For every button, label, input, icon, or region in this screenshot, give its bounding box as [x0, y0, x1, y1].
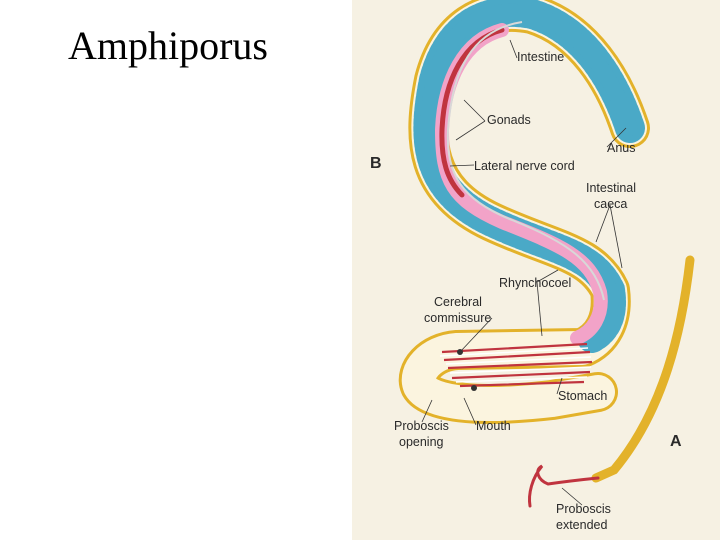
intestine	[420, 3, 638, 346]
lateral-nerve-cord	[446, 21, 605, 301]
label-cerebral-commissure-line1: Cerebral	[434, 295, 482, 309]
worm-b-body	[398, 0, 650, 424]
proboscis-extended-shape	[528, 464, 600, 508]
label-proboscis-extended-line1: Proboscis	[556, 502, 611, 516]
label-lateral-nerve-cord: Lateral nerve cord	[474, 159, 575, 173]
worm-a-trunk	[591, 255, 695, 483]
proboscis-sheath	[441, 342, 593, 388]
panel-label-b: B	[370, 155, 382, 172]
panel-label-a: A	[670, 433, 682, 450]
cerebral-ganglion-lower	[471, 385, 477, 391]
label-intestinal-caeca-line2: caeca	[594, 197, 627, 211]
label-proboscis-opening-line2: opening	[399, 435, 444, 449]
label-proboscis-opening-line1: Proboscis	[394, 419, 449, 433]
worm-anatomy-figure: B A Intestine Gonads Anus Lateral nerve …	[352, 0, 720, 540]
label-proboscis-extended-line2: extended	[556, 518, 607, 532]
label-gonads: Gonads	[487, 113, 531, 127]
proboscis-lining	[439, 347, 592, 383]
slide-title: Amphiporus	[68, 23, 268, 68]
label-intestine: Intestine	[517, 50, 564, 64]
leader-lines	[421, 39, 627, 506]
label-cerebral-commissure-line2: commissure	[424, 311, 491, 325]
figure-background	[352, 0, 720, 540]
anatomy-diagram: B A Intestine Gonads Anus Lateral nerve …	[352, 0, 720, 540]
label-anus: Anus	[607, 141, 636, 155]
gonads	[439, 27, 505, 198]
worm-a-body	[528, 255, 695, 508]
label-mouth: Mouth	[476, 419, 511, 433]
label-intestinal-caeca-line1: Intestinal	[586, 181, 636, 195]
label-rhynchocoel: Rhynchocoel	[499, 276, 571, 290]
label-stomach: Stomach	[558, 389, 607, 403]
